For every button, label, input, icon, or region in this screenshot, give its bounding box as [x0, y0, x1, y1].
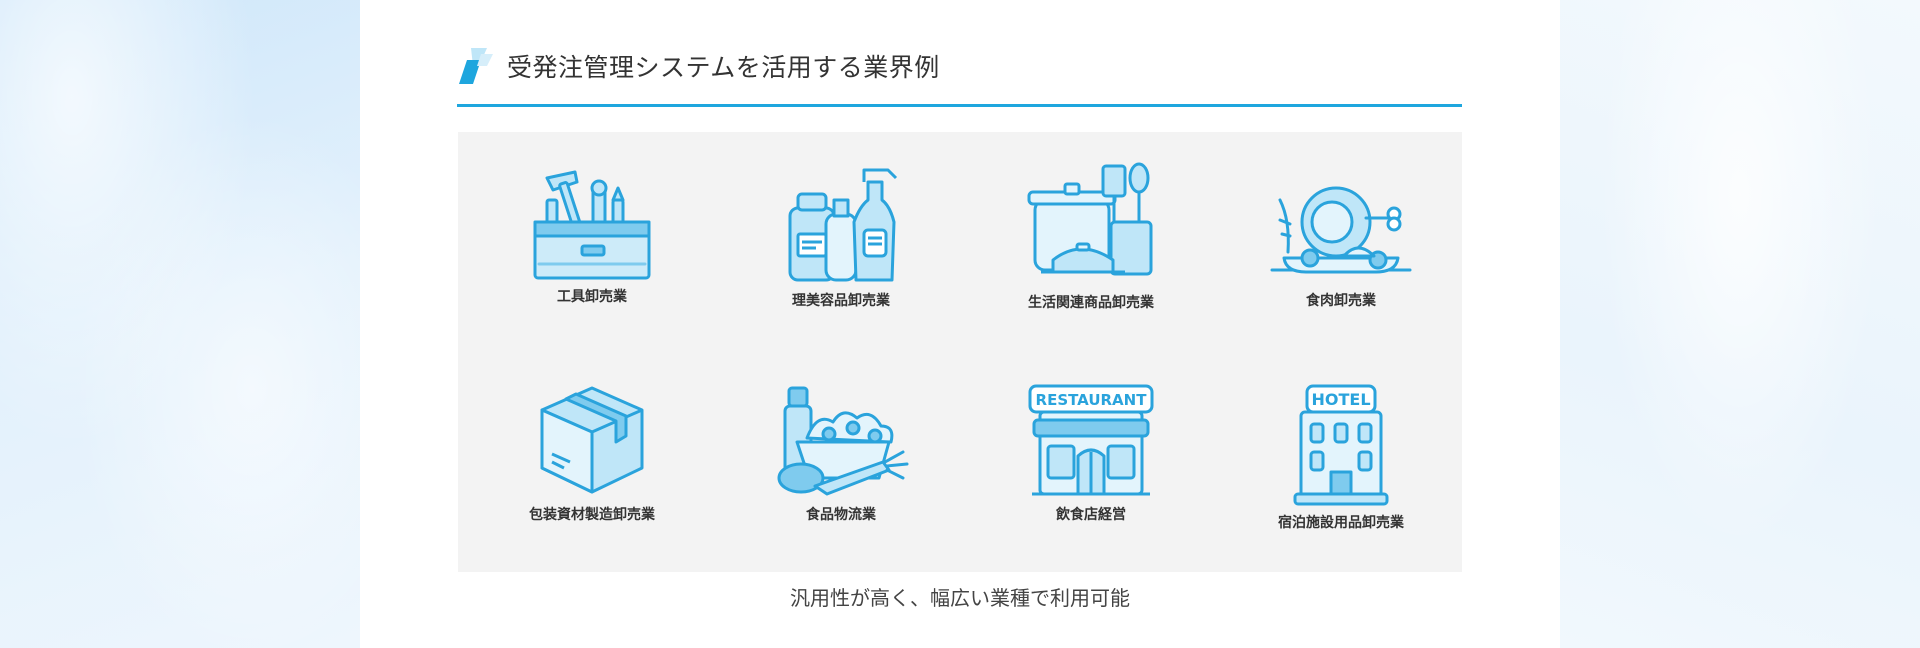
section-title: 受発注管理システムを活用する業界例	[507, 53, 940, 82]
industry-item-meat: 食肉卸売業	[1241, 160, 1441, 310]
lightning-mark-icon	[459, 48, 493, 84]
industry-label: 理美容品卸売業	[792, 293, 890, 309]
industry-item-tools: 工具卸売業	[492, 160, 692, 306]
content-panel: 受発注管理システムを活用する業界例 工	[360, 0, 1560, 648]
restaurant-icon: RESTAURANT	[1028, 384, 1154, 496]
industry-grid: 工具卸売業 理美容品卸売業	[458, 132, 1462, 572]
industry-item-packaging: 包装資材製造卸売業	[492, 382, 692, 524]
hotel-icon: HOTEL	[1293, 384, 1389, 506]
industry-label: 生活関連商品卸売業	[1028, 295, 1154, 311]
industry-item-beauty: 理美容品卸売業	[741, 160, 941, 310]
industry-label: 工具卸売業	[557, 289, 627, 305]
background-left	[0, 0, 360, 648]
industry-item-hotel: HOTEL 宿泊施設用品卸売業	[1241, 382, 1441, 532]
heading-divider	[457, 104, 1462, 107]
toolbox-icon	[533, 170, 651, 280]
industry-label: 宿泊施設用品卸売業	[1278, 515, 1404, 531]
industry-label: 食肉卸売業	[1306, 293, 1376, 309]
groceries-icon	[777, 386, 909, 496]
section-caption: 汎用性が高く、幅広い業種で利用可能	[790, 586, 1130, 610]
industry-item-restaurant: RESTAURANT 飲食店経営	[991, 382, 1191, 524]
industry-label: 飲食店経営	[1056, 507, 1126, 523]
meat-icon	[1270, 186, 1412, 274]
industry-item-food-logistics: 食品物流業	[741, 382, 941, 524]
cardboard-box-icon	[540, 386, 644, 494]
kitchenware-icon	[1027, 162, 1153, 276]
industry-item-household: 生活関連商品卸売業	[991, 160, 1191, 312]
background-right	[1560, 0, 1920, 648]
restaurant-sign-text: RESTAURANT	[1036, 391, 1148, 409]
industry-label: 包装資材製造卸売業	[529, 507, 655, 523]
beauty-bottles-icon	[788, 168, 898, 282]
hotel-sign-text: HOTEL	[1311, 390, 1370, 409]
section-heading: 受発注管理システムを活用する業界例	[457, 44, 940, 88]
industry-label: 食品物流業	[806, 507, 876, 523]
